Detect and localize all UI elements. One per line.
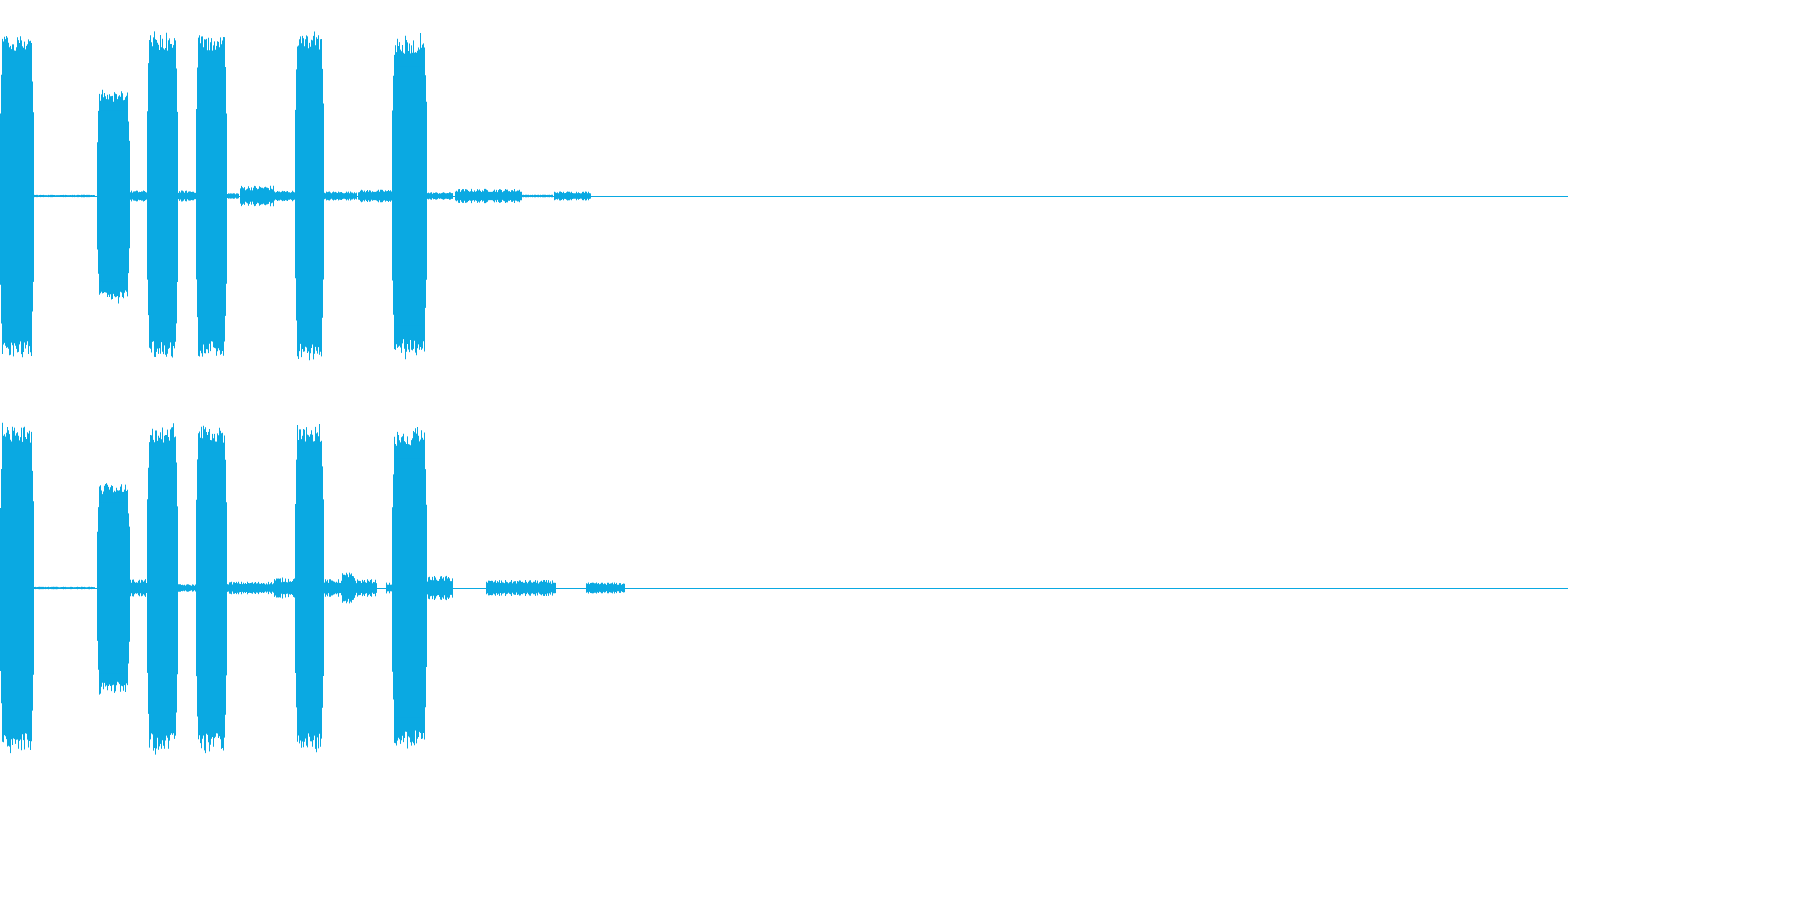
waveform-noise	[586, 582, 625, 594]
waveform-burst	[147, 31, 178, 358]
waveform-noise	[33, 194, 95, 198]
waveform-noise	[226, 193, 239, 199]
waveform-burst	[97, 89, 130, 304]
waveform-burst	[97, 483, 130, 695]
waveform-burst-core	[149, 63, 175, 329]
waveform-channel-1	[0, 31, 1568, 361]
waveform-burst-core	[297, 455, 321, 721]
waveform-noise	[521, 194, 553, 198]
waveform-burst-core	[394, 458, 424, 718]
waveform-noise	[455, 188, 522, 204]
waveform-burst-core	[198, 63, 224, 329]
waveform-noise	[274, 190, 296, 202]
waveform-noise	[129, 579, 148, 597]
waveform-burst-core	[394, 66, 424, 326]
waveform-noise	[486, 580, 556, 596]
waveform-noise	[274, 577, 296, 599]
waveform-noise	[33, 586, 95, 590]
waveform-noise	[323, 191, 357, 201]
waveform-burst	[392, 33, 427, 360]
waveform-noise	[342, 572, 355, 604]
waveform-burst-core	[297, 63, 321, 329]
waveform-burst	[295, 424, 324, 753]
waveform-noise	[426, 575, 453, 601]
waveform-burst	[0, 36, 34, 358]
waveform-burst	[295, 31, 324, 361]
waveform-noise	[129, 190, 148, 202]
waveform-noise	[177, 584, 197, 592]
waveform-burst-core	[149, 455, 175, 721]
waveform-burst-core	[99, 110, 127, 282]
waveform-burst-core	[198, 455, 224, 721]
waveform-noise	[354, 579, 377, 597]
waveform-channel-2	[0, 422, 1568, 755]
waveform-burst	[196, 35, 227, 357]
waveform-noise	[554, 191, 591, 201]
waveform-noise	[177, 190, 197, 202]
waveform-burst	[0, 422, 34, 754]
waveform-noise	[226, 581, 274, 595]
waveform-noise	[358, 189, 393, 203]
waveform-burst	[196, 425, 227, 754]
waveform-chart	[0, 31, 1568, 755]
waveform-noise	[240, 185, 274, 207]
waveform-noise	[426, 192, 453, 200]
waveform-burst	[147, 423, 178, 755]
waveform-burst	[392, 427, 427, 749]
waveform-burst-core	[2, 63, 31, 329]
waveform-noise	[386, 582, 393, 594]
waveform-view	[0, 31, 1568, 755]
waveform-burst-core	[2, 455, 31, 721]
waveform-burst-core	[99, 502, 127, 674]
